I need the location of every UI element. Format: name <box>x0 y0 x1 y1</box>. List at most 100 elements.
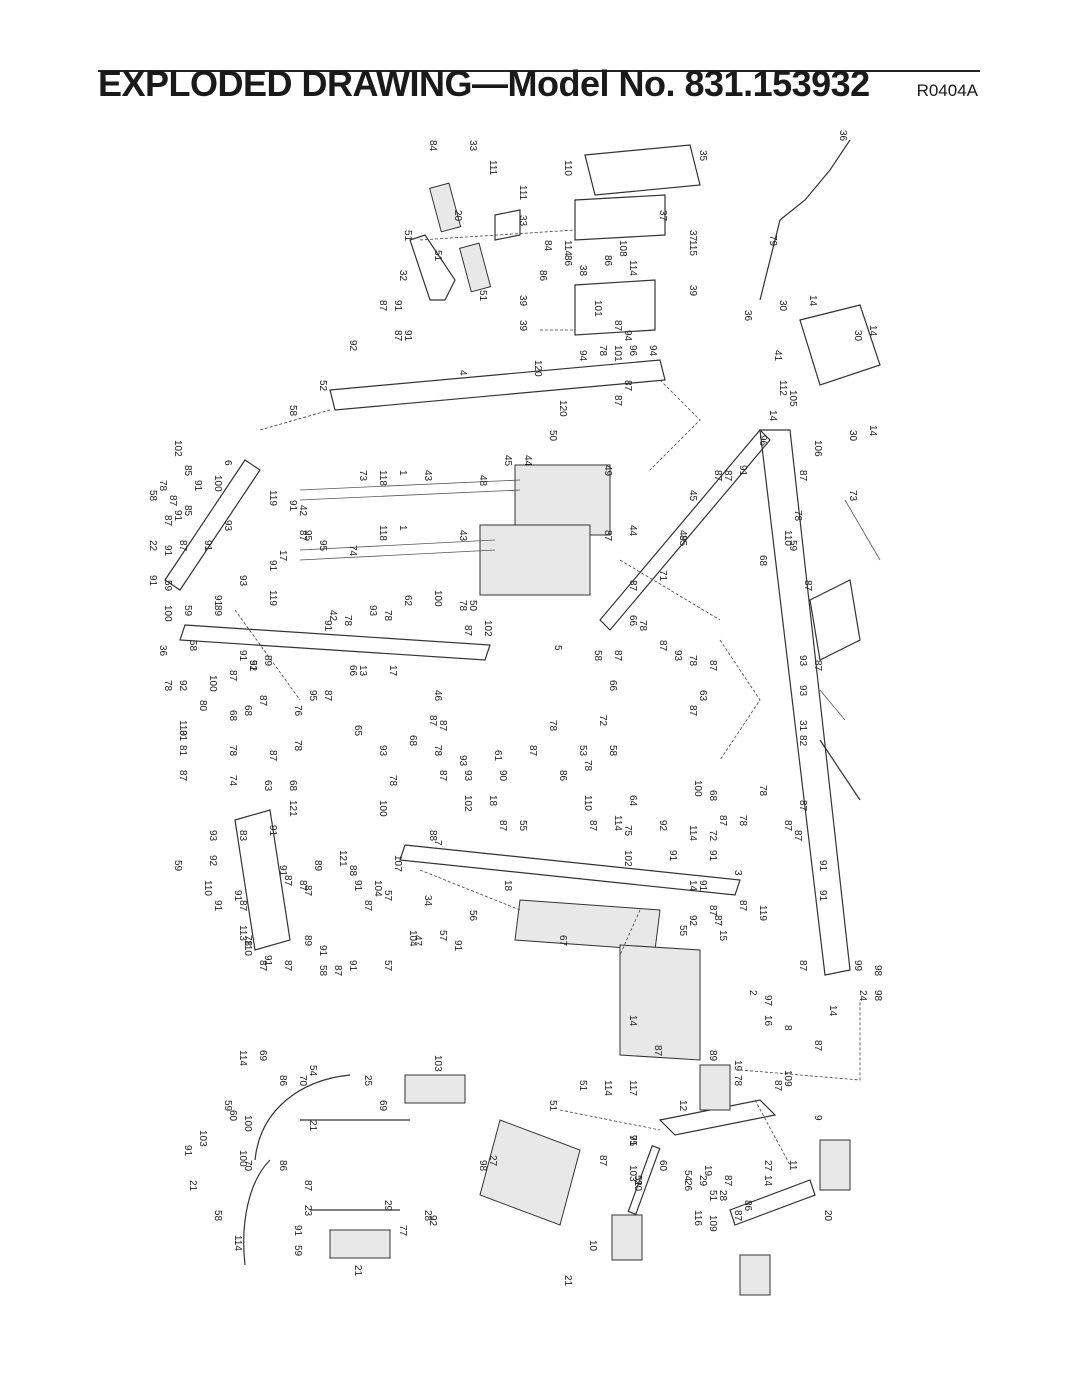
part-callout: 1 <box>397 525 408 531</box>
part-callout: 93 <box>462 770 473 782</box>
part-callout: 3 <box>732 870 743 876</box>
title-rule <box>98 70 980 72</box>
part-callout: 89 <box>212 605 223 617</box>
part-callout: 100 <box>692 780 703 797</box>
part-callout: 85 <box>182 465 193 477</box>
frame-4 <box>329 359 666 411</box>
part-callout: 105 <box>787 390 798 407</box>
part-callout: 29 <box>697 1175 708 1187</box>
part-callout: 54 <box>307 1065 318 1077</box>
part-callout: 87 <box>227 670 238 682</box>
part-callout: 7 <box>432 840 443 846</box>
part-callout: 19 <box>732 1060 743 1072</box>
part-callout: 91 <box>182 1145 193 1157</box>
part-callout: 93 <box>222 520 233 532</box>
part-callout: 114 <box>602 1080 613 1096</box>
part-callout: 109 <box>707 1215 718 1232</box>
part-callout: 87 <box>612 320 623 332</box>
part-callout: 27 <box>762 1160 773 1172</box>
part-callout: 91 <box>262 955 273 967</box>
part-callout: 94 <box>577 350 588 362</box>
part-callout: 25 <box>362 1075 373 1087</box>
part-callout: 87 <box>797 960 808 972</box>
rope-82 <box>819 739 861 801</box>
part-callout: 36 <box>157 645 168 657</box>
part-callout: 14 <box>762 1175 773 1187</box>
part-callout: 23 <box>302 1205 313 1217</box>
part-callout: 48 <box>477 475 488 487</box>
part-callout: 78 <box>432 745 443 757</box>
part-callout: 74 <box>227 775 238 787</box>
part-callout: 18 <box>487 795 498 807</box>
part-callout: 111 <box>487 160 498 176</box>
part-callout: 87 <box>427 715 438 727</box>
frame-5 <box>179 624 491 661</box>
part-callout: 87 <box>257 960 268 972</box>
part-callout: 79 <box>767 235 778 247</box>
part-callout: 53 <box>577 745 588 757</box>
part-callout: 87 <box>322 690 333 702</box>
part-callout: 43 <box>422 470 433 482</box>
part-callout: 21 <box>562 1275 573 1287</box>
part-callout: 91 <box>287 500 298 512</box>
part-callout: 87 <box>797 800 808 812</box>
part-callout: 91 <box>352 880 363 892</box>
frame-6 <box>164 459 261 591</box>
part-callout: 87 <box>712 470 723 482</box>
handle-80 <box>809 579 861 661</box>
leg-25 <box>254 1074 351 1161</box>
part-callout: 62 <box>402 595 413 607</box>
part-callout: 91 <box>267 560 278 572</box>
part-callout: 87 <box>612 650 623 662</box>
part-callout: 91 <box>317 945 328 957</box>
part-callout: 119 <box>757 905 768 921</box>
part-callout: 103 <box>432 1055 443 1072</box>
part-callout: 14 <box>767 410 778 422</box>
part-callout: 78 <box>757 785 768 797</box>
part-callout: 73 <box>357 470 368 482</box>
part-callout: 110 <box>177 720 188 736</box>
part-callout: 100 <box>207 675 218 692</box>
part-callout: 87 <box>587 820 598 832</box>
part-callout: 97 <box>762 995 773 1007</box>
part-callout: 60 <box>657 1160 668 1172</box>
part-callout: 14 <box>627 1015 638 1027</box>
part-callout: 75 <box>627 1135 638 1147</box>
frame-7 <box>234 809 291 951</box>
part-callout: 91 <box>292 1225 303 1237</box>
part-callout: 50 <box>467 600 478 612</box>
part-callout: 110 <box>782 530 793 546</box>
part-callout: 26 <box>682 1180 693 1192</box>
part-callout: 91 <box>212 900 223 912</box>
part-callout: 72 <box>707 830 718 842</box>
part-callout: 91 <box>322 620 333 632</box>
part-callout: 11 <box>787 1160 798 1171</box>
part-callout: 87 <box>652 1045 663 1057</box>
part-callout: 75 <box>622 825 633 837</box>
part-callout: 87 <box>162 515 173 527</box>
leg-26 <box>243 1159 271 1266</box>
part-callout: 78 <box>162 680 173 692</box>
part-callout: 87 <box>657 640 668 652</box>
part-callout: 87 <box>377 300 388 312</box>
part-callout: 93 <box>797 655 808 667</box>
part-callout: 104 <box>407 930 418 947</box>
pad-20b <box>459 242 492 293</box>
part-callout: 91 <box>237 650 248 662</box>
part-callout: 87 <box>802 580 813 592</box>
assembly-lines <box>234 229 861 1166</box>
part-callout: 102 <box>172 440 183 457</box>
part-callout: 92 <box>687 915 698 927</box>
part-callout: 87 <box>237 900 248 912</box>
part-callout: 87 <box>527 745 538 757</box>
part-callout: 68 <box>287 780 298 792</box>
roller-19 <box>611 1214 643 1261</box>
part-callout: 52 <box>247 660 258 672</box>
part-callout: 86 <box>277 1160 288 1172</box>
part-callout: 45 <box>687 490 698 502</box>
part-callout: 30 <box>847 430 858 442</box>
part-callout: 71 <box>657 570 668 582</box>
part-callout: 5 <box>552 645 563 651</box>
roller-19b <box>699 1064 731 1111</box>
part-callout: 89 <box>262 655 273 667</box>
